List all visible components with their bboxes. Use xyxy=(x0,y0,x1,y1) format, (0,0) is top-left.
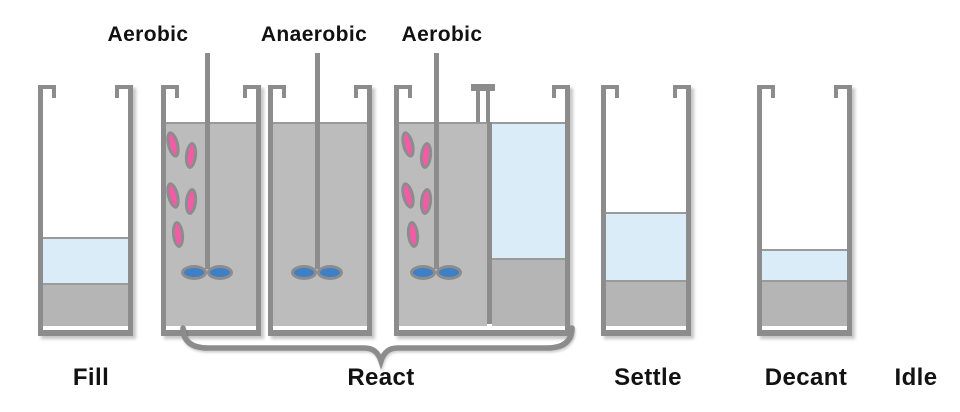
fill-tank xyxy=(38,85,133,336)
tank-rim-left-icon xyxy=(399,85,412,98)
sludge-layer xyxy=(762,280,847,326)
impeller-blade-icon xyxy=(207,265,233,280)
tank-rim-left-icon xyxy=(43,85,56,98)
impeller-blade-icon xyxy=(436,265,462,280)
impeller-blade-icon xyxy=(291,265,317,280)
decant-weir-cap-icon xyxy=(471,84,495,91)
mixed-liquor-layer xyxy=(273,122,367,326)
settle-tank xyxy=(601,85,691,336)
mode-label-aerobic-2: Aerobic xyxy=(401,23,483,46)
tank-rim-right-icon xyxy=(552,85,565,98)
stirrer-shaft-icon xyxy=(434,53,439,269)
stage-label-idle: Idle xyxy=(894,364,938,391)
sludge-layer xyxy=(492,258,565,326)
react-tank-aerobic-2 xyxy=(394,53,570,336)
tank-rim-left-icon xyxy=(166,85,179,98)
sludge-layer xyxy=(606,280,686,326)
stage-label-react: React xyxy=(347,364,415,391)
stirrer-shaft-icon xyxy=(205,53,210,269)
clear-water-layer xyxy=(762,249,847,280)
stage-label-fill: Fill xyxy=(72,364,110,391)
decant-weir-pipe-icon xyxy=(486,91,490,122)
tank-rim-left-icon xyxy=(762,85,775,98)
tank-rim-right-icon xyxy=(354,85,367,98)
tank-rim-right-icon xyxy=(243,85,256,98)
impeller-blade-icon xyxy=(410,265,436,280)
mode-label-anaerobic: Anaerobic xyxy=(260,23,368,46)
sludge-layer xyxy=(43,283,128,326)
stage-label-settle: Settle xyxy=(614,364,682,391)
stirrer-shaft-icon xyxy=(315,53,320,269)
decant-weir-pipe-icon xyxy=(476,91,480,122)
react-group-brace-icon xyxy=(180,325,575,370)
mode-label-aerobic-1: Aerobic xyxy=(107,23,189,46)
tank-rim-right-icon xyxy=(115,85,128,98)
impeller-blade-icon xyxy=(317,265,343,280)
react-tank-aerobic-1 xyxy=(161,53,261,336)
clear-water-layer xyxy=(43,237,128,283)
impeller-blade-icon xyxy=(181,265,207,280)
decant-tank xyxy=(757,85,852,336)
weir-divider-wall xyxy=(487,122,492,324)
react-tank-anaerobic xyxy=(268,53,372,336)
tank-rim-right-icon xyxy=(673,85,686,98)
tank-rim-right-icon xyxy=(834,85,847,98)
clear-water-layer xyxy=(606,212,686,280)
tank-rim-left-icon xyxy=(273,85,286,98)
clear-water-layer xyxy=(492,122,565,258)
stage-label-decant: Decant xyxy=(764,364,848,391)
tank-rim-left-icon xyxy=(606,85,619,98)
